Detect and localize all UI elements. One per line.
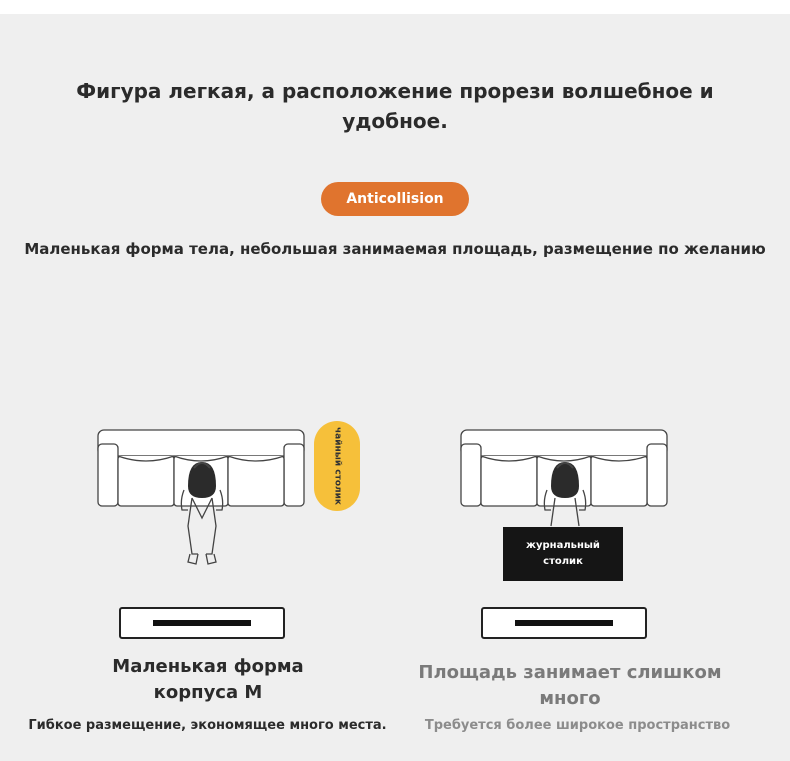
right-panel-title: Площадь занимает слишком много (418, 662, 722, 709)
coffee-table-label-line2: столик (543, 556, 583, 567)
left-panel-title: Маленькая форма корпуса M (112, 656, 304, 703)
right-panel-caption: Требуется более широкое пространство (424, 718, 731, 733)
tea-table: чайный столик (314, 421, 360, 511)
seated-person-icon (180, 462, 224, 565)
anticollision-badge: Anticollision (321, 182, 469, 216)
coffee-table-label-line1: журнальный (526, 540, 600, 551)
tv-stand-left (119, 607, 285, 639)
page-subheading: Маленькая форма тела, небольшая занимаем… (24, 240, 766, 258)
seated-person-icon (543, 462, 587, 527)
large-sofa-illustration (460, 429, 668, 527)
page-headline: Фигура легкая, а расположение прорези во… (76, 79, 714, 133)
tv-stand-right (481, 607, 647, 639)
left-panel-caption: Гибкое размещение, экономящее много мест… (28, 718, 387, 733)
coffee-table: журнальный столик (503, 527, 623, 581)
compact-sofa-illustration (97, 429, 305, 565)
tea-table-label: чайный столик (332, 426, 343, 506)
